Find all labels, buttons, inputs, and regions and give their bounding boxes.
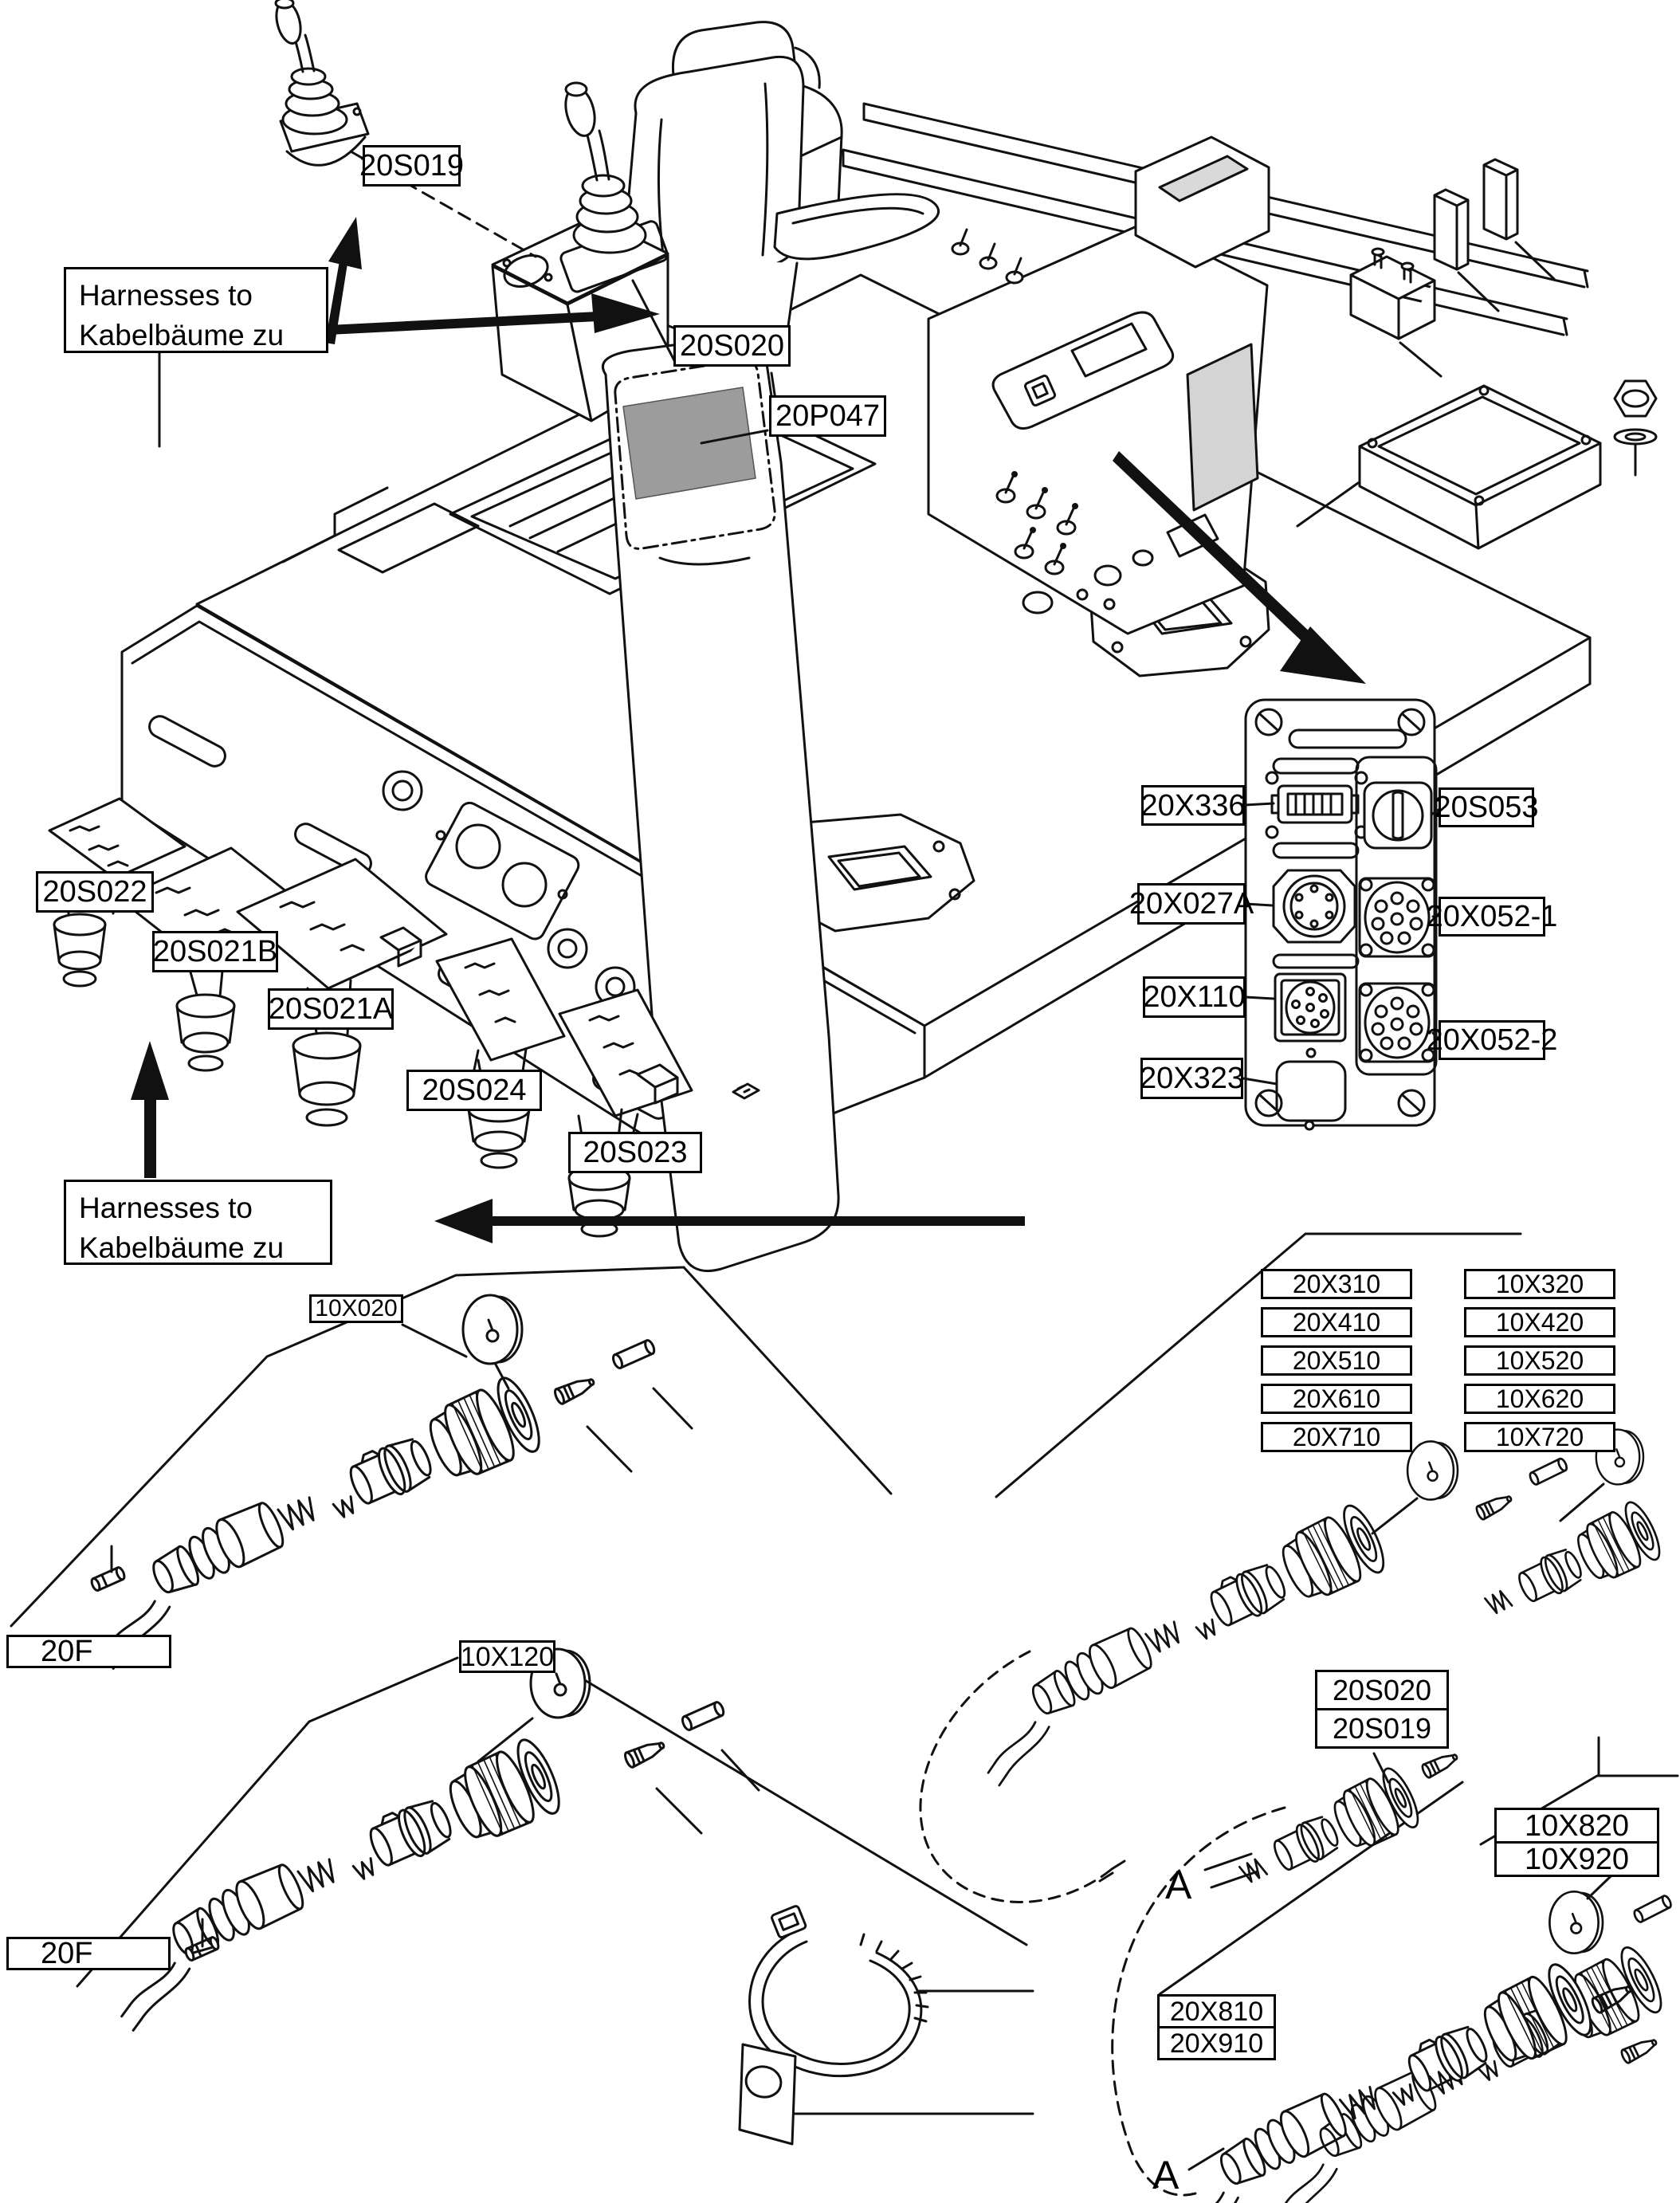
- instrument-console-right: [927, 135, 1270, 635]
- label-20s019: 20S019: [359, 145, 464, 187]
- label-20x910: 20X910: [1157, 2026, 1276, 2060]
- label-20s021b: 20S021B: [152, 931, 278, 972]
- label-20x323: 20X323: [1140, 1058, 1244, 1099]
- label-20x110: 20X110: [1143, 976, 1246, 1018]
- label-10x120: 10X120: [459, 1640, 555, 1673]
- label-stack-10x820-10x920: 10X820 10X920: [1494, 1808, 1659, 1877]
- label-20s023: 20S023: [568, 1132, 702, 1173]
- table-cell-10x420: 10X420: [1464, 1307, 1615, 1337]
- label-20s019-b: 20S019: [1315, 1708, 1449, 1749]
- table-cell-20x510: 20X510: [1261, 1345, 1412, 1376]
- table-cell-10x320: 10X320: [1464, 1269, 1615, 1299]
- ref-marker-a-bottom: A: [1152, 2153, 1180, 2197]
- label-20x810: 20X810: [1157, 1994, 1276, 2028]
- label-20p047: 20P047: [769, 395, 886, 437]
- label-20s024: 20S024: [406, 1070, 542, 1111]
- table-cell-10x720: 10X720: [1464, 1422, 1615, 1452]
- leader-lines: [158, 279, 769, 1133]
- label-20x027a: 20X027A: [1129, 883, 1254, 925]
- label-20x052-1: 20X052-1: [1427, 897, 1557, 937]
- joystick-20s019: [274, 0, 537, 258]
- ref-marker-a-top: A: [1165, 1863, 1192, 1907]
- assembly-10x120: [84, 1647, 760, 2034]
- label-20s021a: 20S021A: [268, 988, 394, 1030]
- group-frames: [10, 1232, 1679, 1996]
- label-20f-1: 20F: [6, 1635, 171, 1668]
- flow-arrows: [131, 217, 1366, 1243]
- table-cell-20x710: 20X710: [1261, 1422, 1412, 1452]
- harness-note-bottom-line2: Kabelbäume zu: [79, 1231, 285, 1264]
- harness-note-bottom-line1: Harnesses to: [79, 1192, 253, 1224]
- label-stack-20x810-20x910: 20X810 20X910: [1157, 1994, 1276, 2060]
- cable-tie: [738, 1905, 1034, 2146]
- label-10x820: 10X820: [1494, 1808, 1659, 1844]
- label-20s020: 20S020: [673, 325, 791, 367]
- connector-20s020-20s019: [1227, 1749, 1461, 1905]
- harness-note-top-line1: Harnesses to: [79, 279, 253, 312]
- label-20f-2: 20F: [6, 1937, 171, 1970]
- label-10x020: 10X020: [309, 1294, 403, 1323]
- label-20s053: 20S053: [1435, 787, 1539, 827]
- table-cell-20x310: 20X310: [1261, 1269, 1412, 1299]
- connector-panel: [1242, 698, 1440, 1131]
- label-20x052-2: 20X052-2: [1427, 1020, 1557, 1060]
- table-cell-10x520: 10X520: [1464, 1345, 1615, 1376]
- label-20s022: 20S022: [36, 871, 154, 913]
- pedal-cluster: [48, 797, 760, 1238]
- label-stack-20s020-20s019: 20S020 20S019: [1315, 1670, 1449, 1749]
- label-10x920: 10X920: [1494, 1841, 1659, 1877]
- mounting-hardware: [1296, 158, 1658, 550]
- harness-note-top: Harnesses to Kabelbäume zu: [64, 267, 328, 353]
- label-20s020-b: 20S020: [1315, 1670, 1449, 1710]
- assembly-10x020: [64, 1294, 693, 1672]
- table-cell-20x610: 20X610: [1261, 1384, 1412, 1414]
- harness-note-bottom: Harnesses to Kabelbäume zu: [64, 1180, 332, 1265]
- label-20x336: 20X336: [1141, 785, 1246, 826]
- assembly-table-group: [919, 1428, 1667, 1903]
- harness-note-top-line2: Kabelbäume zu: [79, 318, 285, 351]
- table-cell-20x410: 20X410: [1261, 1307, 1412, 1337]
- table-cell-10x620: 10X620: [1464, 1384, 1615, 1414]
